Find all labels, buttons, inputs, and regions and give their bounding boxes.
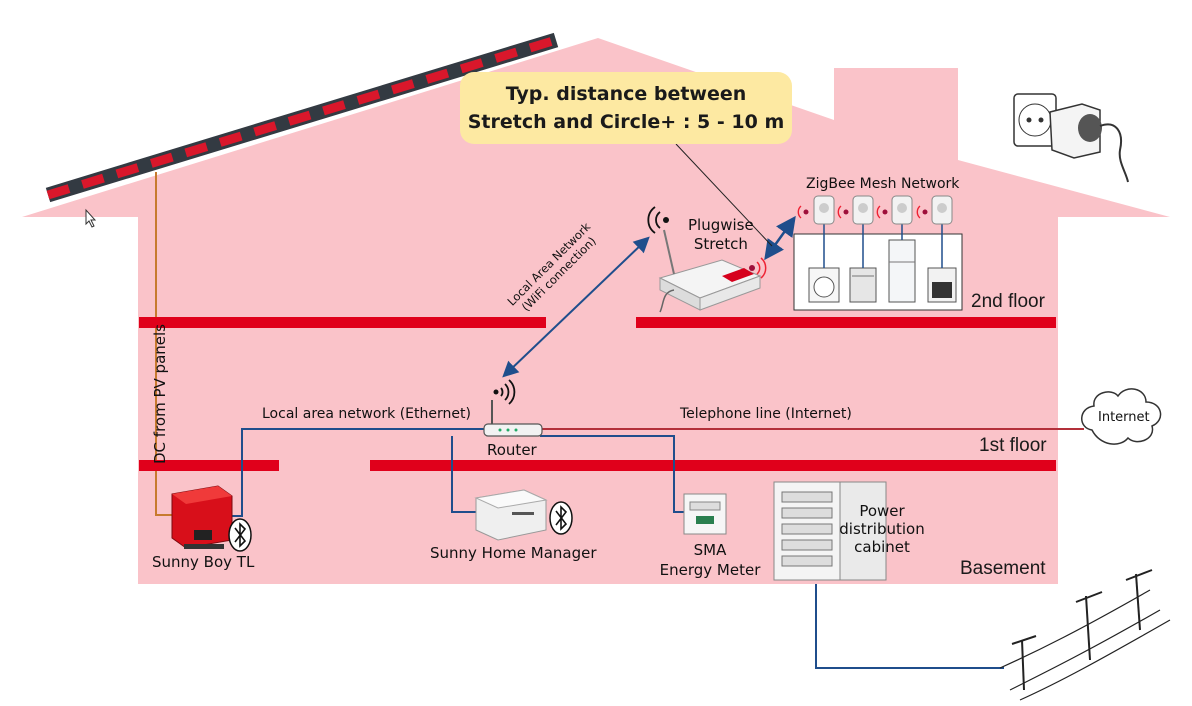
dc-pv-label: DC from PV panels [151,324,169,464]
solar-panels [45,32,559,203]
mouse-cursor-icon [85,208,97,228]
floor-1-right [370,460,1056,471]
bluetooth-icon-home-manager [549,501,573,535]
floor-1-left [139,460,279,471]
router-label: Router [487,441,537,459]
router-icon [483,379,543,437]
internet-cloud-icon [1081,388,1162,445]
first-floor-label: 1st floor [979,435,1047,456]
energy-meter-label-line2: Energy Meter [659,561,761,579]
sunny-boy-label: Sunny Boy TL [152,553,255,571]
energy-meter-icon [683,493,727,535]
callout-pointer [675,143,773,247]
cabinet-label-line3: cabinet [854,538,910,556]
internet-label: Internet [1098,410,1150,425]
circle-plugs [797,195,953,268]
cabinet-icon [773,481,887,581]
zigbee-arrow [764,215,796,261]
cabinet-label-line2: distribution [839,520,925,538]
energy-meter-label: SMA Energy Meter [652,540,768,580]
cabinet-label-line1: Power [859,502,905,520]
sunny-boy-icon [171,485,233,549]
callout-line-1: Typ. distance between [505,83,747,105]
dc-line [155,172,176,516]
second-floor-label: 2nd floor [971,291,1045,312]
home-manager-icon [474,489,548,541]
wifi-arrow [502,236,650,378]
floor-2-right [636,317,1056,328]
plugwise-label: Plugwise Stretch [688,216,754,254]
wall-socket-icon [1013,93,1129,183]
cabinet-label: Power distribution cabinet [834,502,930,556]
home-manager-label: Sunny Home Manager [430,544,597,562]
energy-meter-label-line1: SMA [693,541,727,559]
bluetooth-icon-inverter [228,518,252,552]
power-poles-icon [999,569,1171,701]
plugwise-stretch-icon [647,206,767,313]
ethernet-lines [232,428,1004,669]
callout-line-2: Stretch and Circle+ : 5 - 10 m [467,111,785,133]
floor-2-left [139,317,546,328]
distance-callout: Typ. distance between Stretch and Circle… [460,72,792,144]
plugwise-label-line2: Stretch [693,235,748,253]
telephone-label: Telephone line (Internet) [680,406,852,422]
plugwise-label-line1: Plugwise [688,216,754,234]
basement-label: Basement [960,558,1046,579]
lan-ethernet-label: Local area network (Ethernet) [262,406,471,422]
appliance-panel [793,233,963,311]
zigbee-label: ZigBee Mesh Network [806,176,960,192]
